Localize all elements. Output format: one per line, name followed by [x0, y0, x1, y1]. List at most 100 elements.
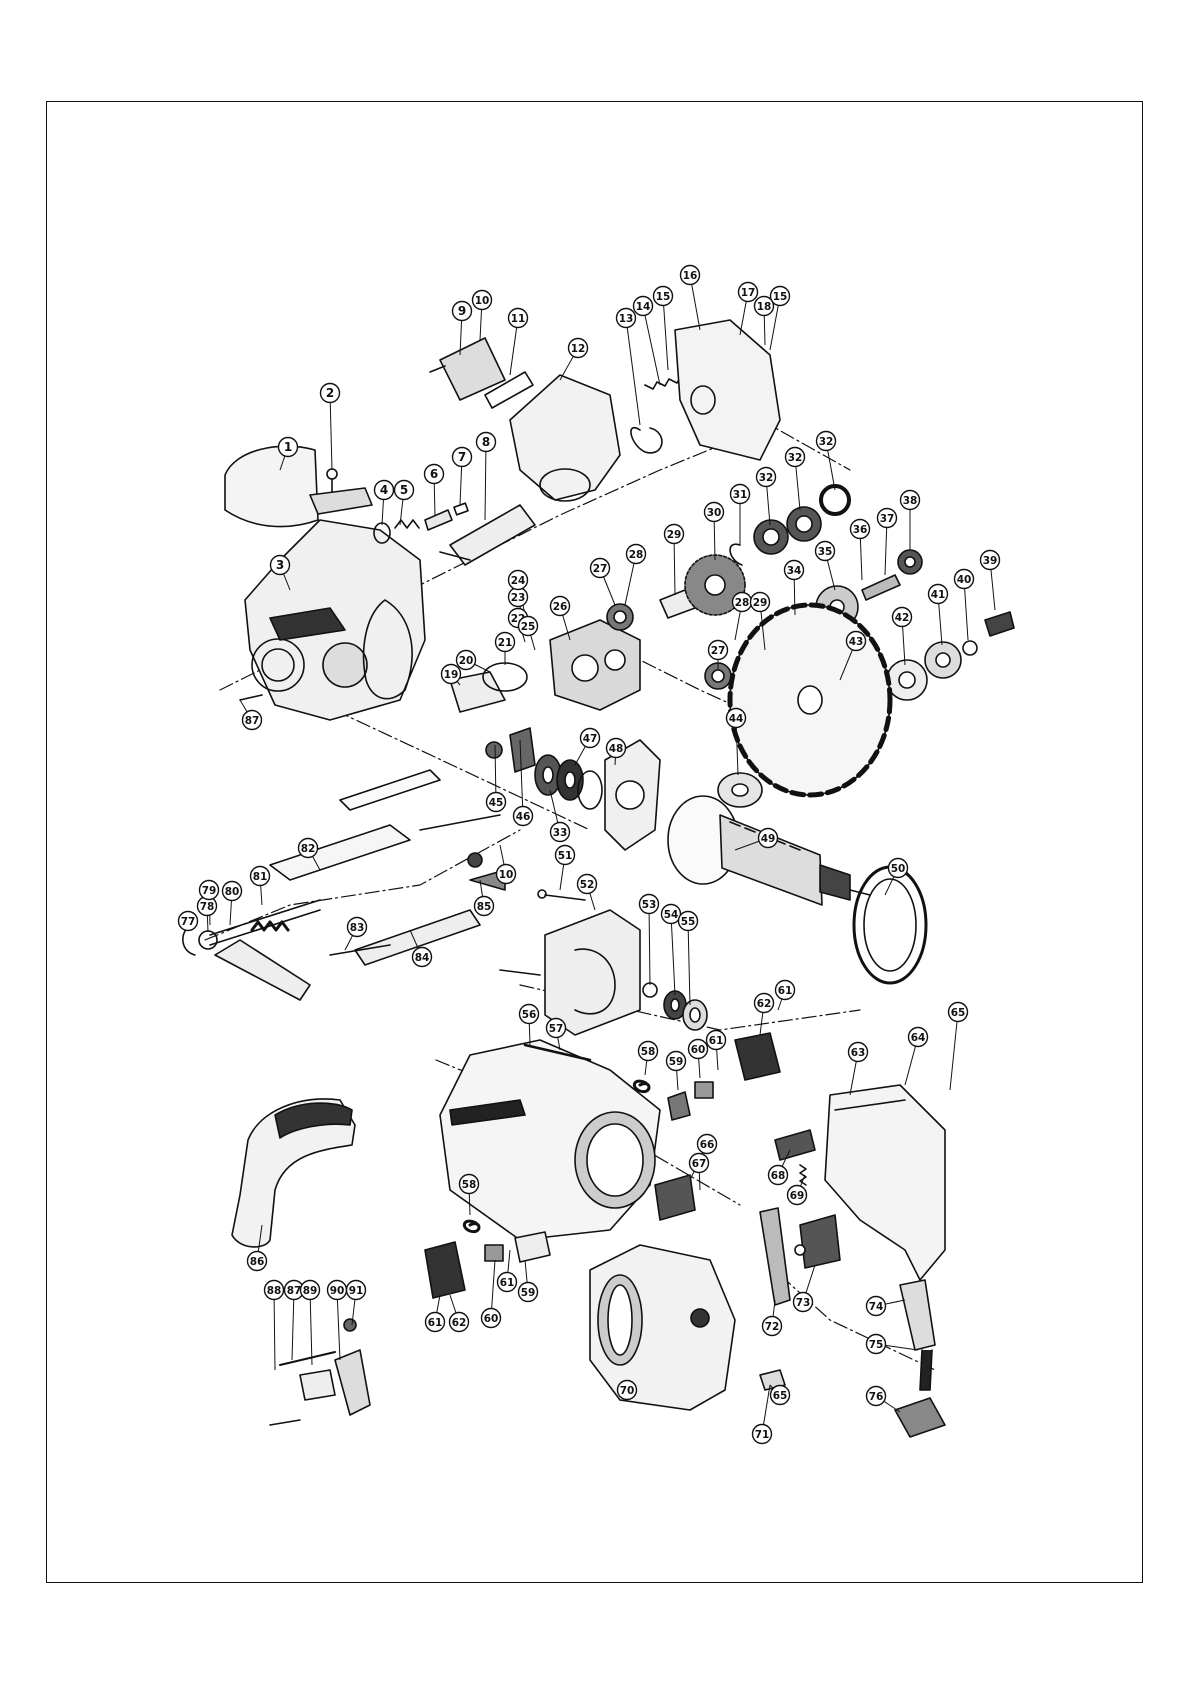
callout-circle	[761, 1315, 783, 1337]
callout-number: 84	[415, 952, 430, 964]
callout-circle	[774, 979, 796, 1001]
callout-circle	[346, 916, 368, 938]
callout-number: 23	[511, 592, 526, 604]
callout-16: 16	[679, 264, 701, 286]
callout-circle	[277, 436, 299, 458]
callout-60: 60	[480, 1307, 502, 1329]
callout-3: 3	[269, 554, 291, 576]
callout-13: 13	[615, 307, 637, 329]
callout-number: 59	[521, 1287, 536, 1299]
callout-number: 85	[477, 901, 492, 913]
callout-67: 67	[688, 1152, 710, 1174]
callout-number: 10	[499, 869, 514, 881]
callout-number: 65	[773, 1390, 788, 1402]
callout-number: 3	[276, 558, 284, 572]
callout-number: 16	[683, 270, 698, 282]
callout-circle	[221, 880, 243, 902]
callout-circle	[638, 893, 660, 915]
callout-number: 46	[516, 811, 531, 823]
callout-19: 19	[440, 663, 462, 685]
callout-57: 57	[545, 1017, 567, 1039]
cord-guard-74-part	[899, 1279, 936, 1351]
callout-4: 4	[373, 479, 395, 501]
callout-number: 42	[895, 612, 910, 624]
spindle-part	[449, 504, 536, 566]
callout-6: 6	[423, 463, 445, 485]
callout-circle	[783, 559, 805, 581]
callout-circle	[876, 507, 898, 529]
callout-9: 9	[451, 300, 473, 322]
callout-circle	[423, 463, 445, 485]
callout-circle	[517, 615, 539, 637]
callout-number: 8	[482, 435, 490, 449]
callout-72: 72	[761, 1315, 783, 1337]
rear-handle-70-part	[589, 1244, 736, 1411]
callout-circle	[786, 1184, 808, 1206]
callout-circle	[652, 285, 674, 307]
callout-61: 61	[705, 1029, 727, 1051]
callout-number: 60	[484, 1313, 499, 1325]
armature-49-part	[667, 795, 871, 906]
callout-circle	[545, 1017, 567, 1039]
callout-88: 88	[263, 1279, 285, 1301]
callout-circle	[512, 805, 534, 827]
callout-circle	[473, 895, 495, 917]
callout-number: 59	[669, 1056, 684, 1068]
key-part	[453, 502, 469, 516]
callout-number: 24	[511, 575, 526, 587]
callout-59: 59	[517, 1281, 539, 1303]
callout-circle	[979, 549, 1001, 571]
callout-number: 54	[664, 909, 679, 921]
callout-number: 80	[225, 886, 240, 898]
part-illustrations	[182, 319, 1015, 1438]
front-guard-part	[674, 319, 781, 461]
callout-circle	[737, 281, 759, 303]
callout-number: 1	[284, 440, 292, 454]
callout-number: 26	[553, 601, 568, 613]
callout-number: 61	[428, 1317, 443, 1329]
callout-number: 65	[951, 1007, 966, 1019]
callout-41: 41	[927, 583, 949, 605]
callout-circle	[637, 1040, 659, 1062]
vent-cover-part	[439, 337, 506, 401]
bearing-38-part	[897, 549, 923, 575]
callout-circle	[814, 540, 836, 562]
bearing-47-part	[556, 759, 584, 801]
callout-10: 10	[471, 289, 493, 311]
callout-circle	[246, 1250, 268, 1272]
callout-number: 62	[757, 998, 772, 1010]
callout-circle	[632, 295, 654, 317]
callout-circle	[753, 992, 775, 1014]
pin-part	[424, 509, 453, 531]
callout-14: 14	[632, 295, 654, 317]
callout-number: 13	[619, 313, 634, 325]
screw-57-part	[523, 1043, 592, 1062]
callout-15: 15	[769, 285, 791, 307]
callout-52: 52	[576, 873, 598, 895]
callout-circle	[660, 903, 682, 925]
callout-circle	[947, 1001, 969, 1023]
callout-number: 73	[796, 1297, 811, 1309]
callout-65: 65	[947, 1001, 969, 1023]
callout-number: 37	[880, 513, 895, 525]
pinion-46-part	[509, 727, 536, 773]
callout-circle	[845, 630, 867, 652]
callout-circle	[345, 1279, 367, 1301]
leader-line	[670, 913, 676, 996]
callout-number: 55	[681, 916, 696, 928]
callout-circle	[263, 1279, 285, 1301]
callout-27: 27	[707, 639, 729, 661]
callout-circle	[605, 737, 627, 759]
callout-number: 35	[818, 546, 833, 558]
callout-34: 34	[783, 559, 805, 581]
callout-number: 38	[903, 495, 918, 507]
callout-circle	[269, 554, 291, 576]
brush-cover-62b-part	[424, 1241, 466, 1299]
callout-66: 66	[696, 1133, 718, 1155]
leader-line	[662, 295, 669, 371]
brush-spring-58-part	[632, 1079, 651, 1094]
callout-number: 6	[430, 467, 438, 481]
callout-circle	[496, 1271, 518, 1293]
